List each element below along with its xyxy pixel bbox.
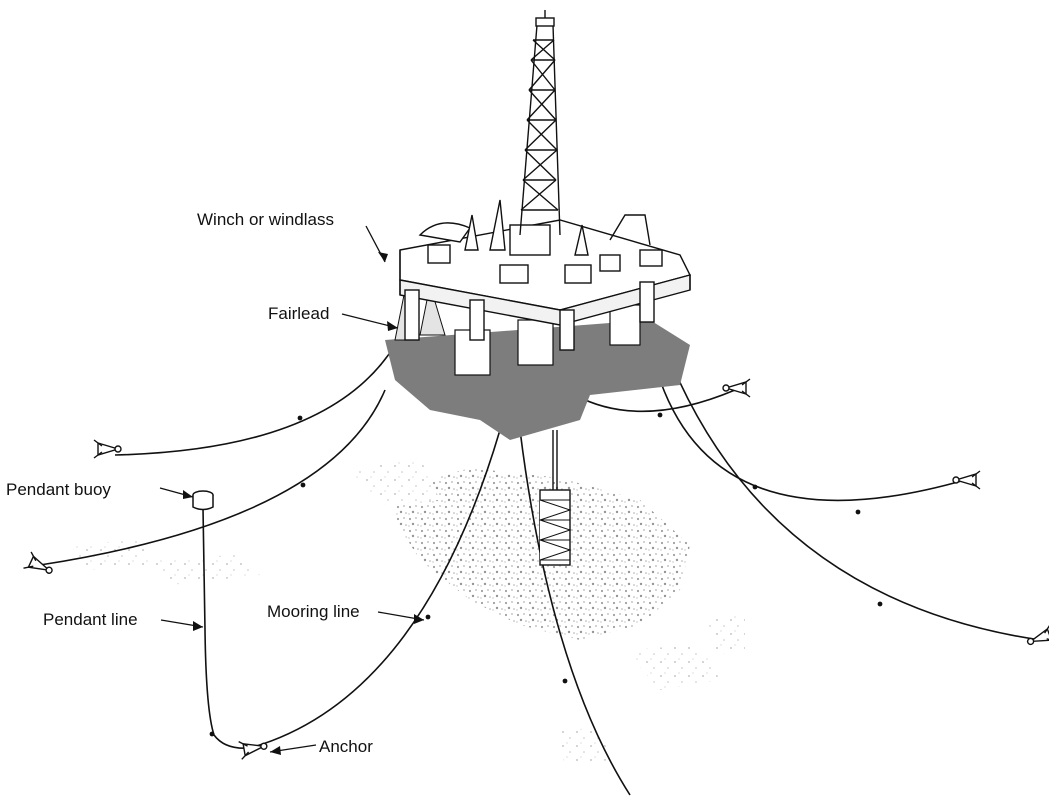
mooring-line-southeast — [669, 359, 1041, 641]
pontoons — [385, 284, 690, 440]
mooring-line-east-short — [574, 389, 736, 413]
label-pendant-line: Pendant line — [43, 610, 138, 629]
anchor-southeast — [1026, 624, 1049, 646]
mooring-lines — [39, 344, 1041, 796]
mooring-line-south — [519, 429, 631, 796]
riser — [538, 430, 572, 566]
leader-arrowheads — [183, 252, 424, 755]
anchor-west-upper — [93, 439, 122, 459]
anchor-east-short — [722, 378, 751, 398]
mooring-line-west-upper — [114, 344, 396, 456]
anchor-southwest — [238, 740, 268, 760]
mooring-line-southwest — [249, 429, 501, 749]
label-fairlead: Fairlead — [268, 304, 330, 323]
anchors — [23, 378, 1049, 760]
mooring-line-east — [659, 379, 966, 502]
seabed — [70, 458, 745, 765]
derrick — [519, 10, 561, 236]
label-mooring-line: Mooring line — [267, 602, 360, 621]
label-pendant-buoy: Pendant buoy — [6, 480, 111, 499]
anchor-west-lower — [23, 551, 53, 574]
pendant-buoy-shape — [192, 490, 214, 511]
label-winch-or-windlass: Winch or windlass — [197, 210, 334, 229]
label-anchor: Anchor — [319, 737, 373, 756]
anchor-east — [952, 470, 981, 490]
line-connectors — [209, 412, 883, 737]
pendant-line — [202, 507, 251, 750]
mooring-line-west-lower — [39, 389, 386, 566]
platform — [399, 199, 692, 351]
